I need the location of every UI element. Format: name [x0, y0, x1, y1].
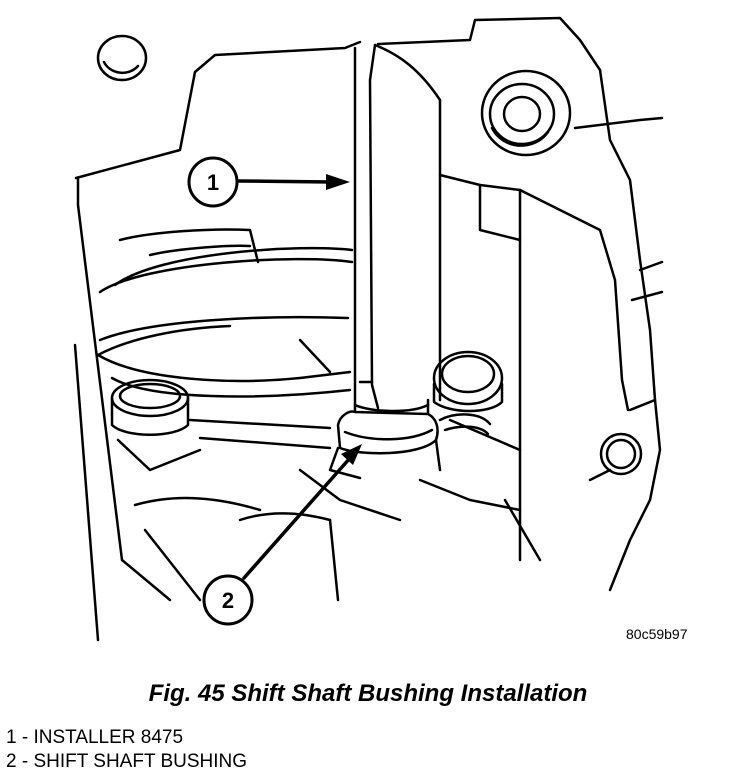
- callout-1-arrowhead: [326, 174, 350, 190]
- boss-top-right: [480, 69, 572, 157]
- lower-ribs: [133, 418, 542, 602]
- transmission-housing: [73, 16, 664, 642]
- figure-code: 80c59b97: [626, 626, 688, 642]
- callout-1: 1: [187, 156, 350, 208]
- callout-2-circle: [202, 574, 254, 626]
- callout-2-number: 2: [222, 588, 234, 613]
- figure-caption: Fig. 45 Shift Shaft Bushing Installation: [148, 680, 588, 707]
- boss-right: [432, 350, 504, 436]
- bolt-hole-top-left: [96, 34, 148, 82]
- shift-shaft-bushing: [328, 410, 442, 480]
- callout-1-leader: [236, 179, 334, 184]
- callout-1-number: 1: [207, 170, 219, 195]
- callout-2-leader: [242, 456, 352, 580]
- diagram-illustration: 1 2: [73, 16, 664, 642]
- callout-2-arrowhead: [341, 444, 362, 465]
- installer-tool: [353, 43, 442, 428]
- legend-item-1: 1 - INSTALLER 8475: [6, 727, 184, 748]
- bearing-bore: [96, 228, 354, 398]
- callout-2: 2: [202, 444, 362, 626]
- legend-item-2: 2 - SHIFT SHAFT BUSHING: [6, 751, 248, 772]
- boss-left: [110, 378, 202, 472]
